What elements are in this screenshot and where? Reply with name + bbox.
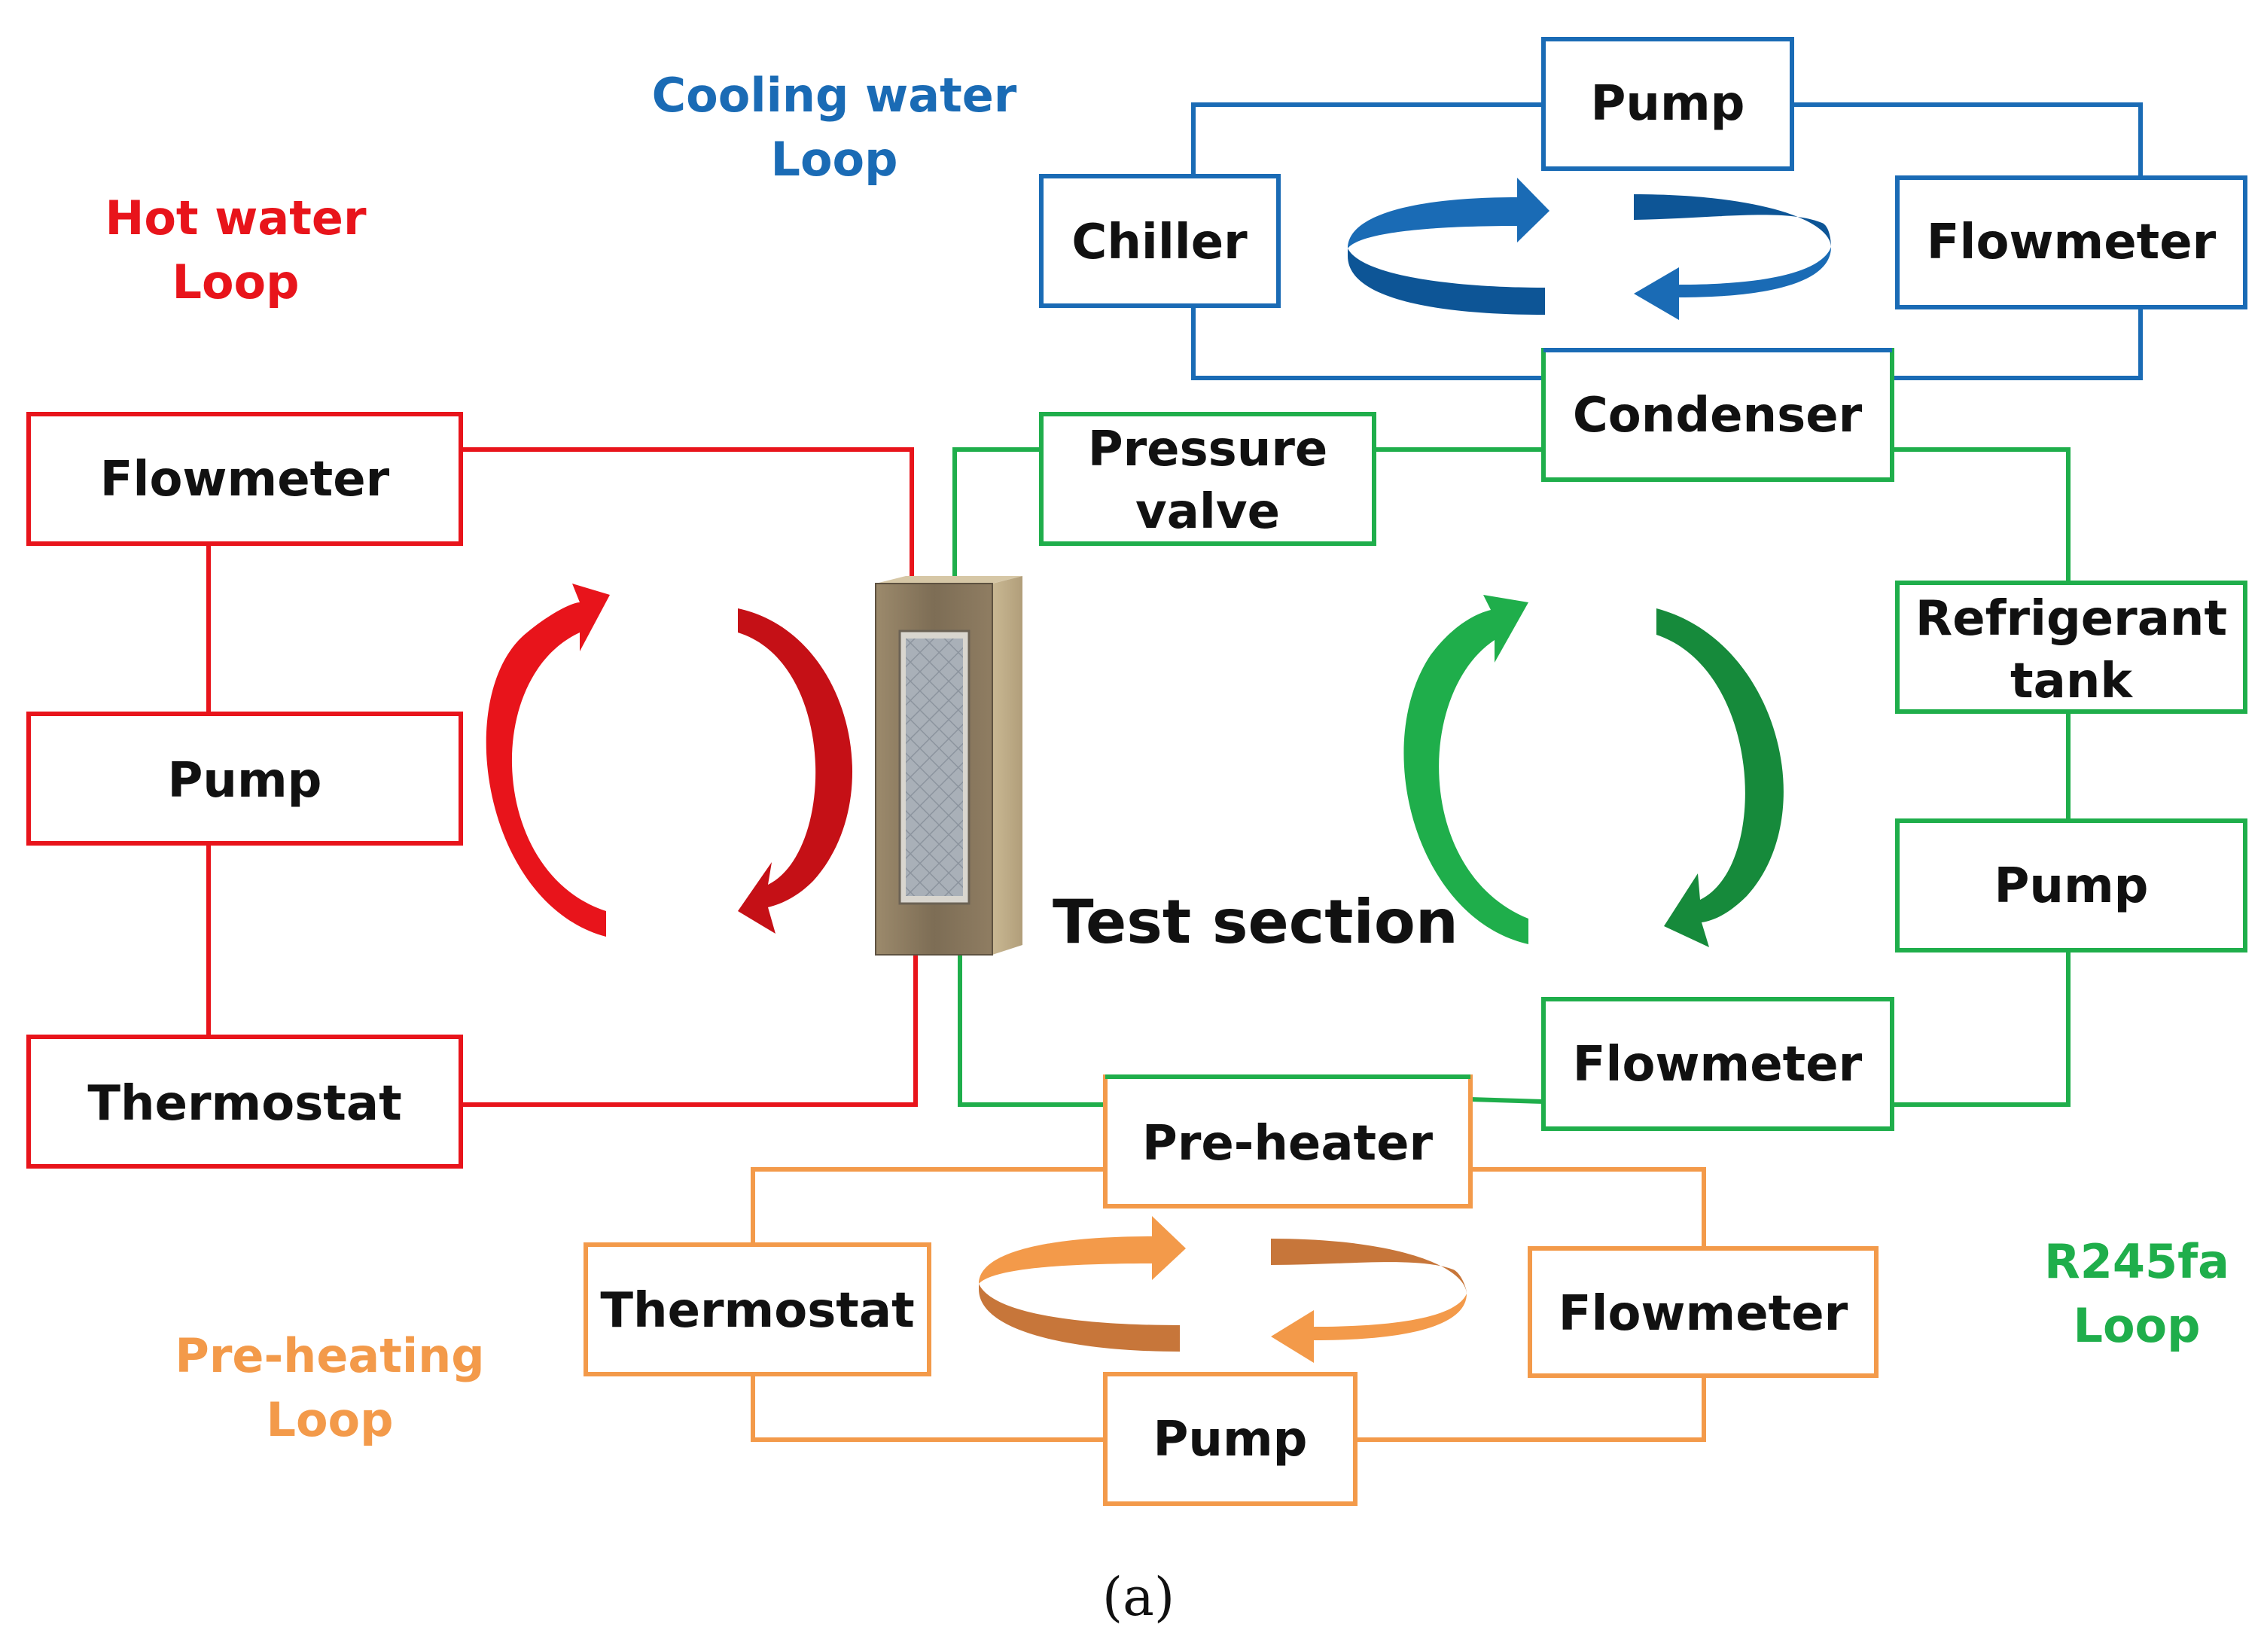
cooling-pipe-bottom-right [1892,307,2143,380]
hot-circulation-arrow-left [486,584,610,937]
cooling-circulation-arrow-top [1348,178,1549,248]
cooling-pipe-top-left [1191,102,1543,176]
preheat-flowmeter-box [1528,1246,1879,1378]
preheat-thermostat-box [584,1242,931,1376]
preheater-label: Pre-heater [1142,1116,1434,1172]
test-section-top-face [876,576,1022,584]
refrigerant-flowmeter-label: Flowmeter [1573,1037,1863,1093]
refrigerant-pump-label: Pump [1994,858,2149,914]
cooling-arrow-back [1348,248,1545,315]
preheater-box [1103,1074,1473,1209]
test-section: Test section [875,576,1458,957]
condenser-label: Condenser [1573,388,1863,443]
pressure-valve-label-line1: Pressure [1088,422,1328,477]
test-section-window [906,639,963,896]
r245fa-loop-label-line1: R245fa [2044,1234,2229,1289]
cooling-pipe-bottom-left [1191,307,1543,380]
preheat-circulation-arrow-top [979,1216,1186,1284]
hot-pipe-bottom [461,952,918,1107]
figure-caption: (a) [1102,1566,1175,1628]
r245fa-pipe-condenser-tank [1892,447,2071,583]
cooling-pump-box [1541,37,1794,171]
hot-loop-label-line1: Hot water [105,190,367,245]
r245fa-pipe-preheater-test [958,952,1105,1107]
refrigerant-tank-label-line2: tank [2010,654,2133,709]
preheat-arrow-back-left [979,1284,1180,1352]
r245fa-loop: Pressure valve Condenser Refrigerant tan… [952,348,2247,1353]
preheat-pipe-top-left [751,1167,1105,1245]
r245fa-pipe-flowmeter-preheater [1470,1097,1544,1104]
preheat-flowmeter-label: Flowmeter [1559,1286,1848,1342]
chiller-label: Chiller [1071,215,1248,270]
hot-pipe-top [461,447,914,584]
hot-circulation-arrow-right [738,608,853,934]
cooling-flowmeter-label: Flowmeter [1927,215,2217,270]
hot-thermostat-label: Thermostat [87,1076,401,1132]
cooling-arrow-back-right [1634,194,1831,247]
pressure-valve-box [1039,412,1376,546]
preheat-pipe-bottom-right [1355,1376,1706,1442]
cooling-loop-label-line1: Cooling water [652,68,1017,123]
refrigerant-tank-label-line1: Refrigerant [1915,591,2227,647]
r245fa-pipe-pump-flowmeter [1892,950,2071,1107]
chiller-box [1039,174,1281,308]
preheat-arrow-back-right [1271,1239,1467,1294]
cooling-loop-label-line2: Loop [770,132,897,187]
cooling-pump-label: Pump [1591,76,1745,132]
refrigerant-flowmeter-box [1541,997,1894,1131]
preheat-pipe-top-right [1470,1167,1706,1248]
hot-pump-box [26,712,463,846]
preheat-pump-label: Pump [1153,1412,1308,1468]
preheat-thermostat-label: Thermostat [600,1283,914,1339]
cooling-pipe-top-right [1792,102,2143,176]
hot-flowmeter-box [26,412,463,546]
hot-pump-label: Pump [168,753,322,809]
hot-water-loop: Flowmeter Pump Thermostat Hot water Loop [26,190,918,1169]
r245fa-circulation-arrow-right [1656,608,1784,947]
pre-heating-loop: Pre-heater Thermostat Flowmeter Pump Pre… [175,1074,1879,1506]
pressure-valve-label-line2: valve [1135,484,1280,540]
preheat-pipe-bottom-left [751,1374,1105,1442]
cooling-circulation-arrow-bottom [1634,247,1831,320]
preheat-loop-label-line1: Pre-heating [175,1328,484,1383]
test-section-label: Test section [1053,887,1458,957]
hot-thermostat-box [26,1035,463,1169]
r245fa-pipe-valve-to-test [952,447,1041,584]
refrigerant-pump-box [1895,818,2247,952]
preheat-loop-label-line2: Loop [266,1392,393,1447]
cooling-water-loop: Pump Chiller Flowmeter Cooling water Loo… [652,37,2247,380]
test-section-side-face [992,576,1022,955]
r245fa-loop-label-line2: Loop [2073,1298,2200,1353]
hot-loop-label-line2: Loop [172,255,299,309]
hot-flowmeter-label: Flowmeter [100,452,390,507]
preheat-circulation-arrow-bottom [1271,1294,1467,1363]
preheat-pump-box [1103,1372,1358,1506]
refrigerant-tank-box [1895,581,2247,714]
condenser-box [1541,348,1894,482]
r245fa-circulation-arrow-left [1403,595,1528,944]
cooling-flowmeter-box [1895,175,2247,309]
